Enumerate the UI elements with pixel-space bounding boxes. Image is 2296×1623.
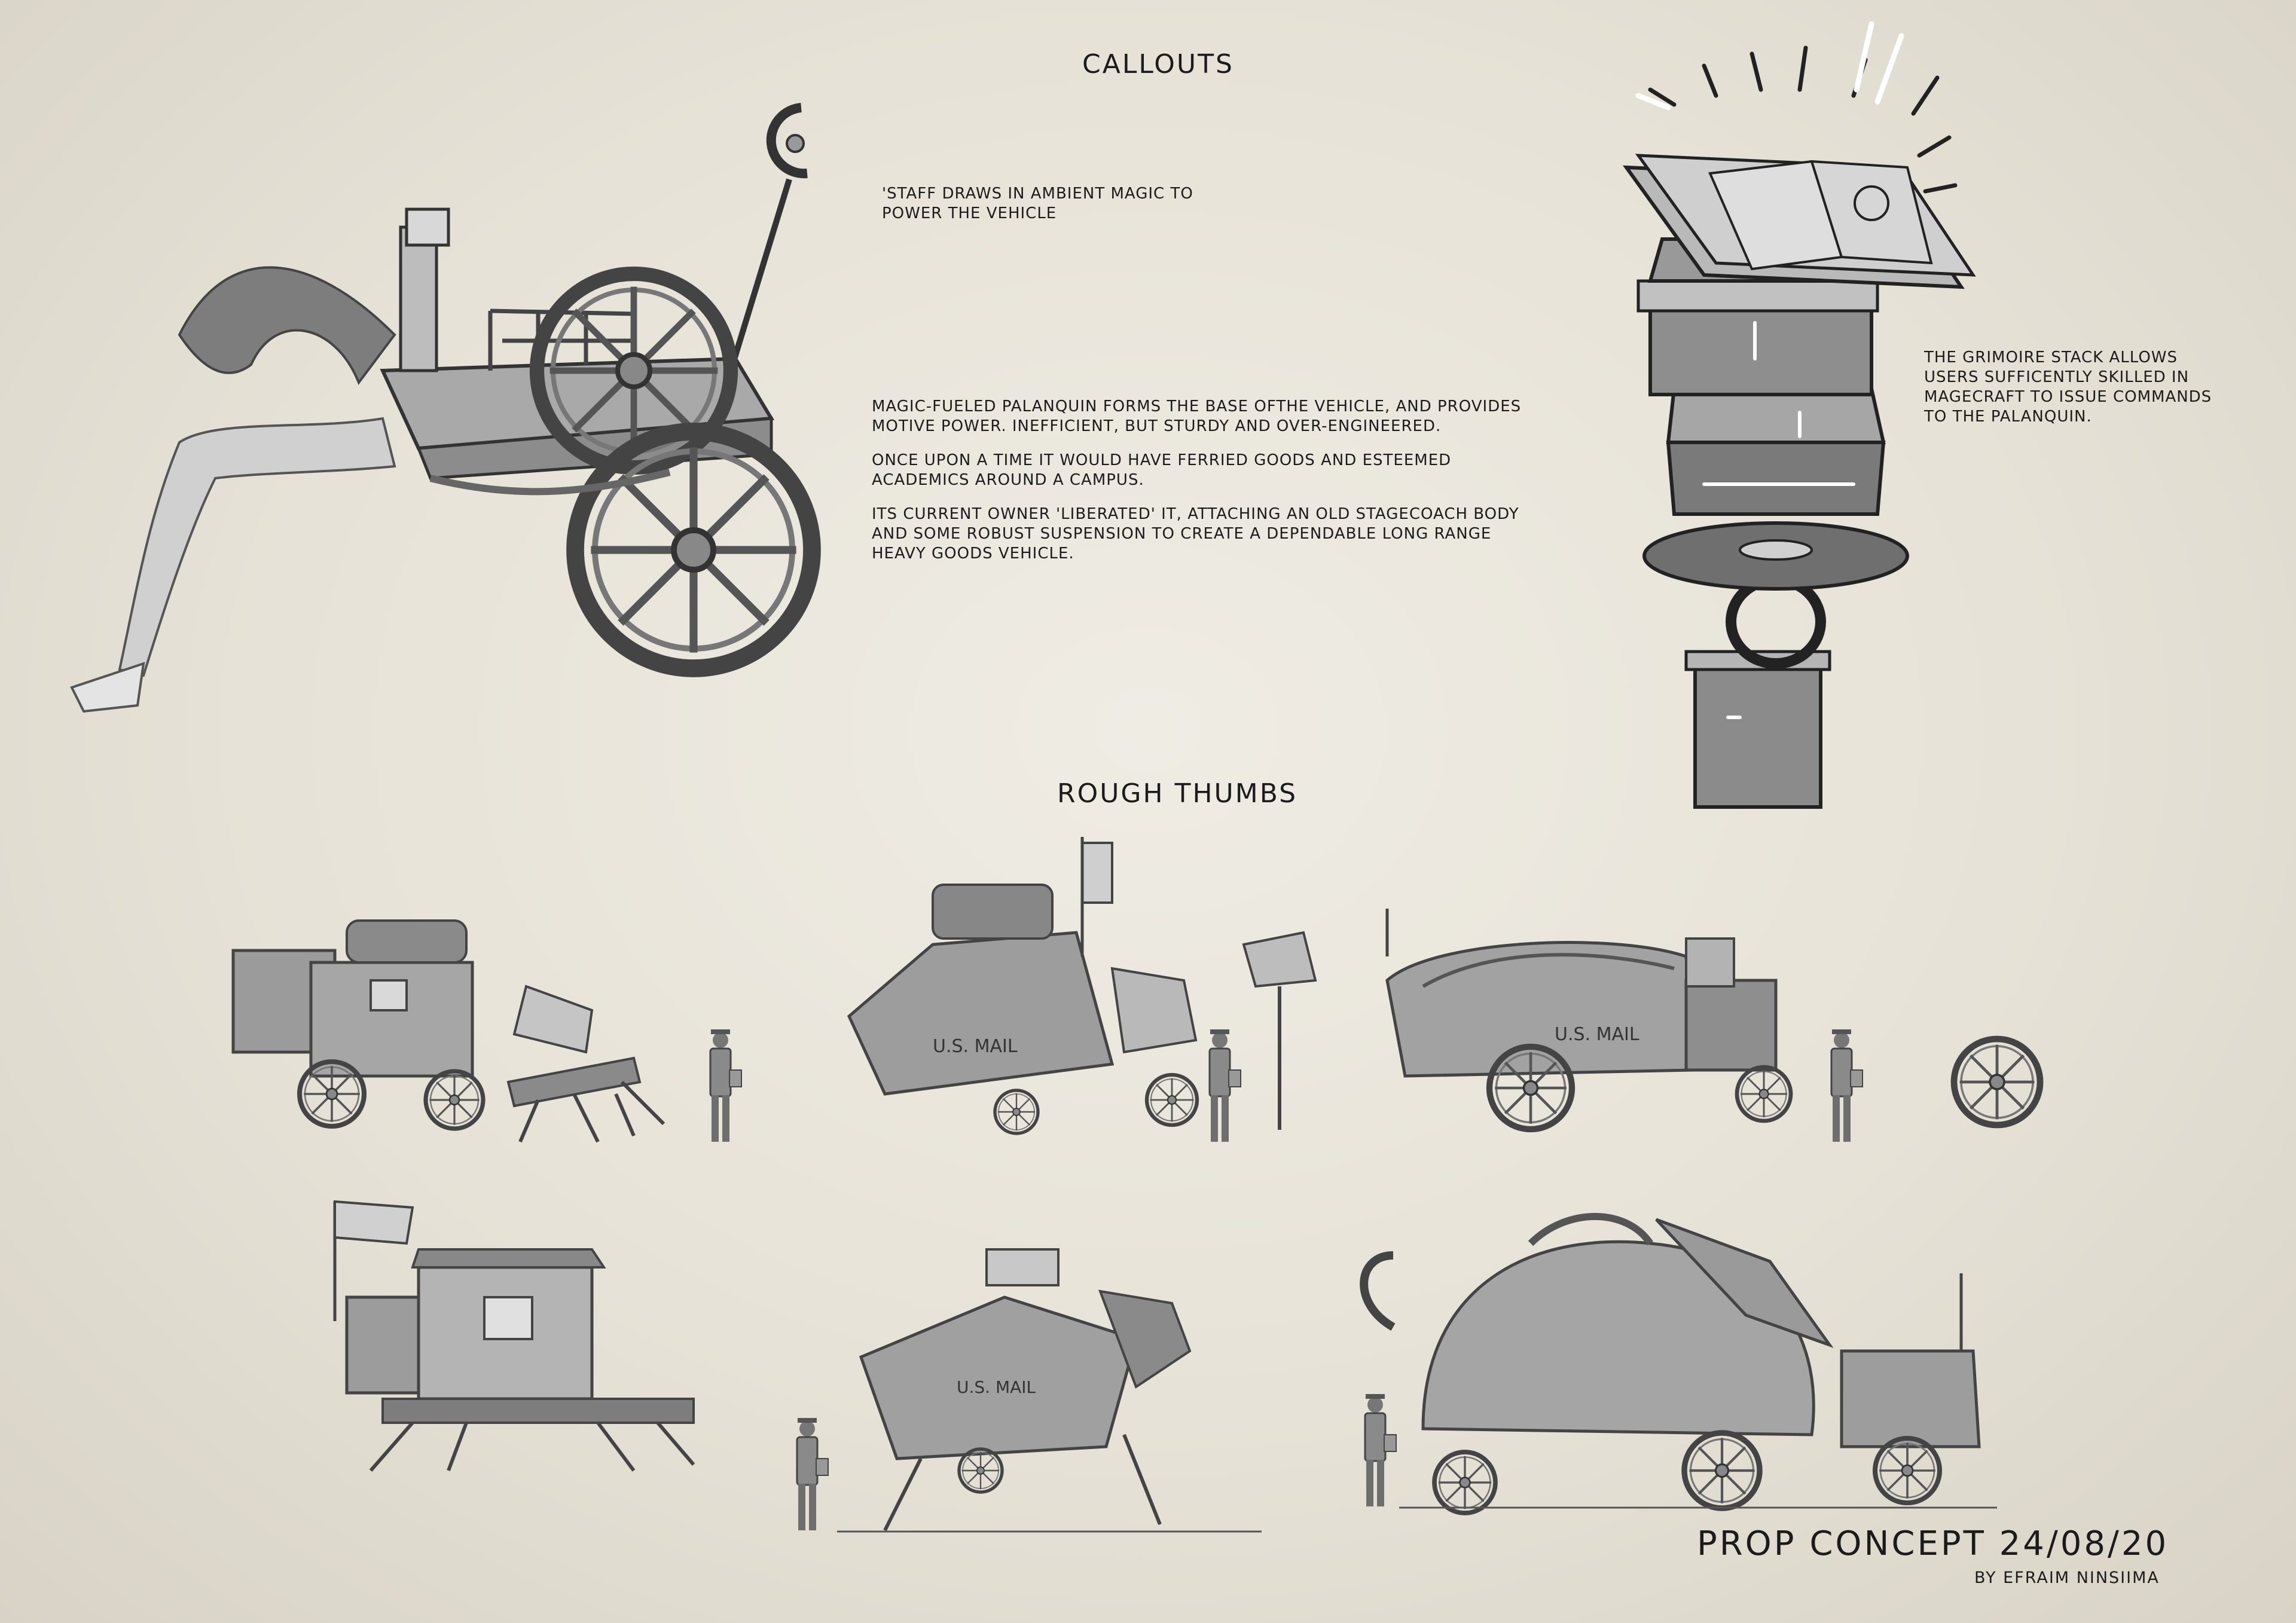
thumb-tilting-mail-walker: U.S. MAIL: [796, 1248, 1262, 1533]
thumb2-mail-sign: U.S. MAIL: [933, 1036, 1018, 1057]
note-palanquin: MAGIC-FUELED PALANQUIN FORMS THE BASE OF…: [872, 397, 1529, 578]
thumb-stagecoach-walker: [231, 919, 743, 1143]
note-staff: 'STAFF DRAWS IN AMBIENT MAGIC TO POWER T…: [882, 185, 1193, 222]
grimoire-stack-drawing: [1622, 21, 1976, 809]
heading-callouts: CALLOUTS: [1082, 49, 1234, 80]
heading-rough-thumbs: ROUGH THUMBS: [1057, 778, 1298, 809]
thumb5-mail-sign: U.S. MAIL: [957, 1377, 1036, 1397]
palanquin-callout-drawing: [70, 103, 812, 713]
thumb-mail-truck: U.S. MAIL: [1385, 909, 2040, 1143]
note-palanquin-paragraph-2: ONCE UPON A TIME IT WOULD HAVE FERRIED G…: [872, 451, 1452, 489]
footer-byline: BY EFRAIM NINSIIMA: [1974, 1569, 2160, 1587]
note-palanquin-paragraph-3: ITS CURRENT OWNER 'LIBERATED' IT, ATTACH…: [872, 505, 1519, 563]
note-grimoire: THE GRIMOIRE STACK ALLOWS USERS SUFFICEN…: [1924, 349, 2212, 426]
thumb3-mail-sign: U.S. MAIL: [1555, 1024, 1639, 1045]
thumb-cabin-walker: [333, 1200, 695, 1472]
thumb-mail-wagon: U.S. MAIL: [847, 837, 1317, 1143]
thumb-tentacle-coach: [1360, 1213, 1997, 1513]
note-palanquin-paragraph-1: MAGIC-FUELED PALANQUIN FORMS THE BASE OF…: [872, 398, 1522, 435]
footer-title: PROP CONCEPT 24/08/20: [1697, 1524, 2169, 1563]
